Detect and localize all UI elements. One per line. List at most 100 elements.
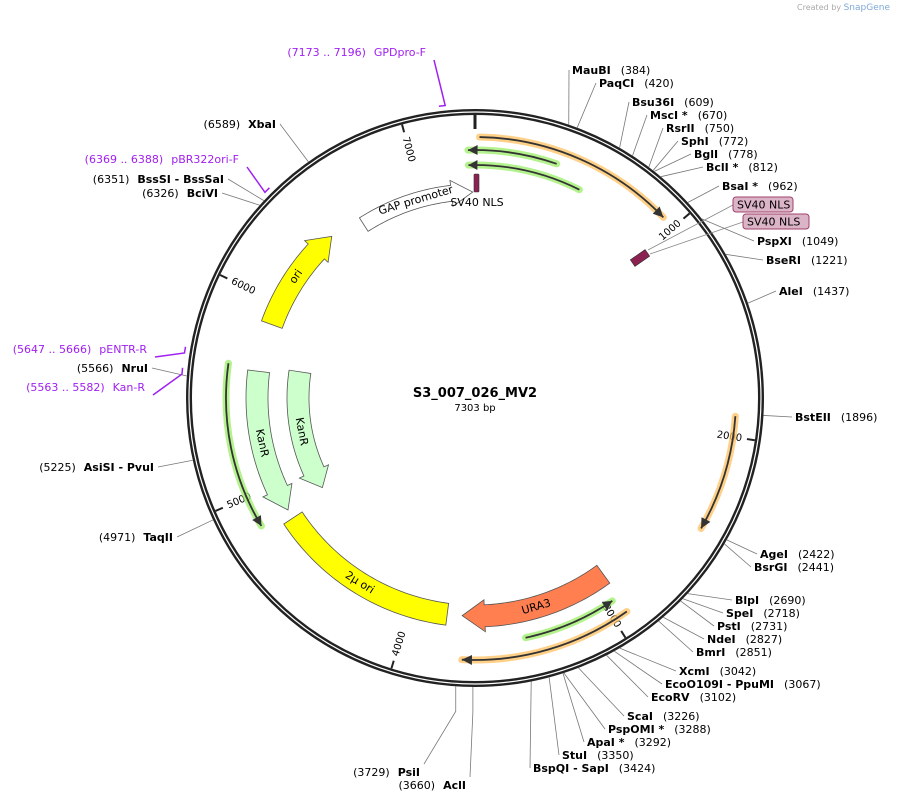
enzyme-position: (6351) [93,173,130,186]
enzyme-site[interactable]: (6351)BssSI - BssSaI [93,173,265,201]
enzyme-name: RsrII [666,122,695,135]
orf-arrow[interactable] [458,608,631,665]
enzyme-site[interactable]: BglI(778) [654,148,758,172]
enzyme-site[interactable]: PspOMI * (3288) [563,672,711,736]
enzyme-position: (778) [728,148,758,161]
enzyme-site[interactable]: MauBI(384) [568,64,651,125]
orf-arrow[interactable] [464,160,583,194]
svg-text:SpeI(2718): SpeI(2718) [726,607,800,620]
svg-text:(5563 .. 5582)Kan-R: (5563 .. 5582)Kan-R [26,381,145,394]
enzyme-site[interactable]: (3729)PsiI [353,686,457,779]
enzyme-site[interactable]: Bsu36I(609) [619,96,714,148]
svg-text:EcoO109I - PpuMI(3067): EcoO109I - PpuMI(3067) [665,678,821,691]
primer-pbr322ori-f[interactable]: (6369 .. 6388)pBR322ori-F [85,153,270,194]
svg-text:AleI(1437): AleI(1437) [779,285,849,298]
enzyme-site[interactable]: EcoRV(3102) [606,655,737,704]
enzyme-position: (3042) [720,665,757,678]
enzyme-site[interactable]: ApaI *(3292) [562,673,671,749]
orf-arrow[interactable] [222,359,265,530]
enzyme-position: (3288) [674,723,711,736]
enzyme-position: (2422) [798,548,835,561]
enzyme-site[interactable]: ScaI(3226) [578,667,700,723]
feature-ura3[interactable]: URA3 [461,564,611,633]
svg-text:(5566)NruI: (5566)NruI [77,362,148,375]
enzyme-position: (962) [768,180,798,193]
enzyme-site[interactable]: (5225) AsiSI - PvuI [39,459,193,474]
enzyme-name: PspOMI * [608,723,665,736]
enzyme-site[interactable]: StuI(3350) [548,677,634,762]
svg-text:(3660)AclI: (3660) AclI [399,779,466,792]
enzyme-name: SphI [681,135,709,148]
feature-kanr[interactable]: KanR [286,369,330,489]
primer-name: Kan-R [113,381,146,394]
svg-text:BglI(778): BglI(778) [694,148,758,161]
tick-label: 1000 [657,218,683,243]
enzyme-name: TaqII [143,531,173,544]
enzyme-site[interactable]: SphI(772) [652,135,748,171]
enzyme-site[interactable]: (5566)NruI [77,362,187,377]
orf-arrow[interactable] [697,412,739,532]
plasmid-name: S3_007_026_MV2 [413,386,537,401]
orf-arrow[interactable] [522,597,616,642]
enzyme-site[interactable]: RsrII(750) [648,122,734,168]
enzyme-position: (3660) [399,779,436,792]
feature-kanr[interactable]: KanR [245,369,293,511]
enzyme-site[interactable]: BclI *(812) [660,161,778,178]
enzyme-name: BlpI [735,594,759,607]
sv40-nls-label: SV40 NLS [747,216,800,229]
enzyme-site[interactable]: PspXI(1049) [701,218,839,248]
feature-ori[interactable]: ori [260,235,333,329]
orf-arrow[interactable] [464,145,561,168]
enzyme-site[interactable]: PaqCI(420) [576,77,674,128]
enzyme-site[interactable]: EcoO109I - PpuMI(3067) [614,650,821,691]
enzyme-position: (4971) [99,531,136,544]
svg-text:BstEII(1896): BstEII(1896) [795,411,877,424]
enzyme-site[interactable]: BsaI *(962) [687,180,798,203]
tick-mark [215,506,224,512]
enzyme-name: StuI [562,749,587,762]
sv40-nls-top[interactable]: SV40 NLS [450,173,504,209]
feature-label: KanR [253,428,272,459]
primer-gpdpro-f[interactable]: (7173 .. 7196)GPDpro-F [287,46,447,107]
svg-text:Bsu36I(609): Bsu36I(609) [632,96,714,109]
enzyme-site[interactable]: PstI(2731) [680,600,788,633]
primer-kan-r[interactable]: (5563 .. 5582)Kan-R [26,367,184,396]
enzyme-site[interactable]: BspQI - SapI(3424) [529,681,655,775]
enzyme-site[interactable]: BseRI(1221) [725,253,848,267]
enzyme-site[interactable]: BlpI(2690) [687,593,806,607]
svg-text:EcoRV(3102): EcoRV(3102) [651,691,736,704]
primer-range: (5647 .. 5666) [13,343,92,356]
svg-text:BsrGI(2441): BsrGI(2441) [754,561,834,574]
svg-text:MauBI(384): MauBI(384) [572,64,650,77]
enzyme-name: PaqCI [599,77,634,90]
enzyme-name: MauBI [572,64,611,77]
enzyme-site[interactable]: SpeI(2718) [682,598,800,620]
enzyme-site[interactable]: BmrI(2851) [658,620,772,659]
enzyme-site[interactable]: (6326)BciVI [142,187,260,206]
enzyme-position: (2718) [763,607,800,620]
svg-text:(4971)TaqII: (4971) TaqII [99,531,173,544]
enzyme-site[interactable]: AleI(1437) [747,285,849,304]
enzyme-name: AsiSI - PvuI [84,461,154,474]
enzyme-site[interactable]: AgeI(2422) [726,539,835,561]
primer-name: pBR322ori-F [171,153,239,166]
orf-arrow[interactable] [475,133,667,221]
enzyme-position: (5225) [39,461,76,474]
enzyme-site[interactable]: BsrGI(2441) [724,543,834,574]
feature-2-ori[interactable]: 2μ ori [283,511,450,626]
enzyme-site[interactable]: (6589)XbaI [204,118,309,163]
svg-text:BlpI(2690): BlpI(2690) [735,594,806,607]
enzyme-site[interactable]: BstEII(1896) [763,411,877,424]
enzyme-position: (3226) [663,710,700,723]
enzyme-site[interactable]: (3660) AclI [399,686,474,792]
backbone-ring [186,109,764,687]
enzyme-site[interactable]: XcmI(3042) [619,647,757,678]
enzyme-site[interactable]: NdeI(2827) [663,616,783,646]
enzyme-position: (2827) [746,633,783,646]
enzyme-site[interactable]: MscI *(670) [632,109,728,156]
enzyme-name: AclI [443,779,466,792]
enzyme-position: (1049) [802,235,839,248]
enzyme-site[interactable]: (4971) TaqII [99,519,214,544]
primer-pentr-r[interactable]: (5647 .. 5666)pENTR-R [13,343,187,358]
